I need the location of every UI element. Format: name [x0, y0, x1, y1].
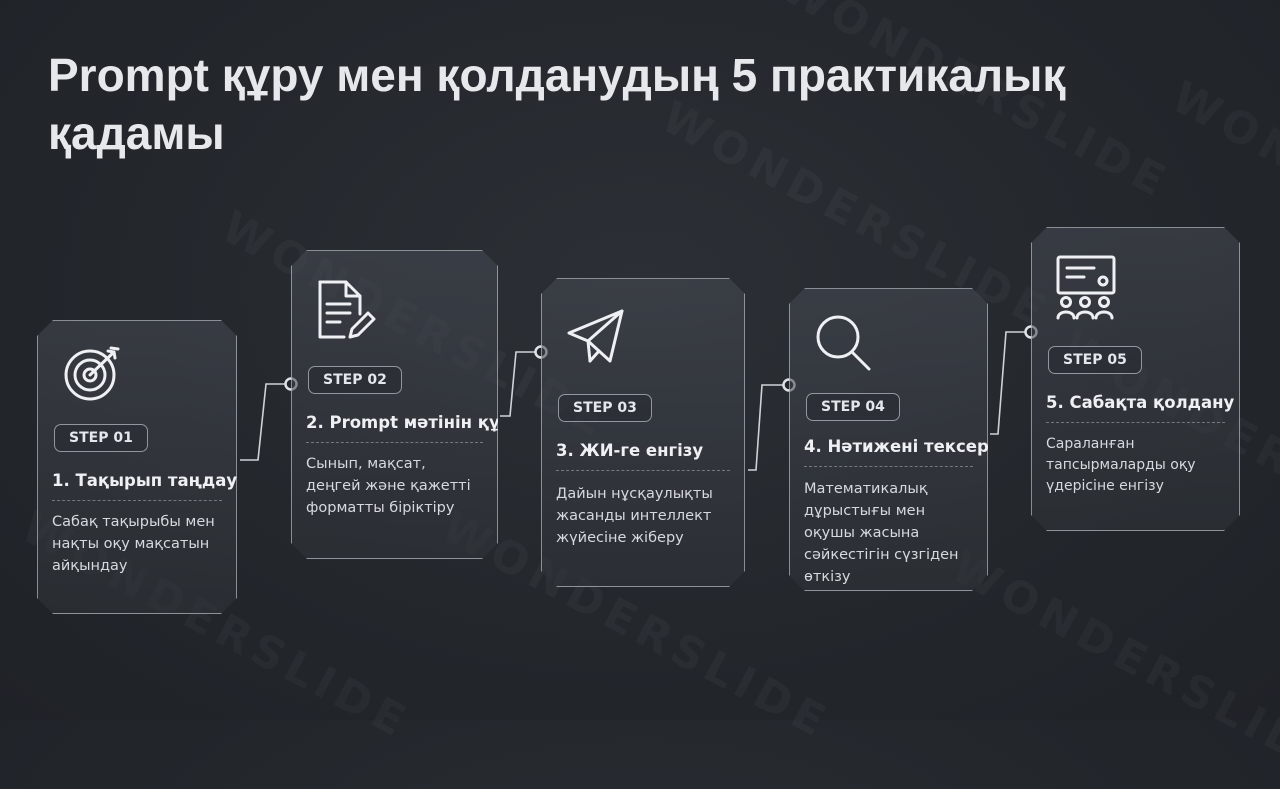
step-description: Сараланған тапсырмаларды оқу үдерісіне е…: [1046, 436, 1196, 494]
target-icon: [62, 345, 122, 406]
step-card-4: STEP 04 4. Нәтижені тексеру Математикалы…: [789, 288, 988, 591]
step-title: 4. Нәтижені тексеру: [804, 437, 973, 467]
step-card-1: STEP 01 1. Тақырып таңдау Сабақ тақырыбы…: [37, 320, 237, 614]
step-badge: STEP 02: [308, 366, 402, 394]
step-card-3: STEP 03 3. ЖИ-ге енгізу Дайын нұсқаулықт…: [541, 278, 745, 587]
step-title: 5. Сабақта қолдану: [1046, 393, 1225, 423]
step-title: 1. Тақырып таңдау: [52, 471, 222, 501]
step-title: 2. Prompt мәтінін құру: [306, 413, 483, 443]
presentation-audience-icon: [1056, 254, 1120, 329]
magnifier-icon: [814, 313, 876, 378]
step-badge: STEP 01: [54, 424, 148, 452]
step-description: Математикалық дұрыстығы мен оқушы жасына…: [804, 481, 959, 585]
page-title: Prompt құру мен қолданудың 5 практикалық…: [48, 49, 1066, 159]
document-edit-icon: [316, 279, 378, 348]
step-badge: STEP 04: [806, 393, 900, 421]
step-badge: STEP 05: [1048, 346, 1142, 374]
step-description: Сабақ тақырыбы мен нақты оқу мақсатын ай…: [52, 514, 215, 574]
step-description: Сынып, мақсат, деңгей және қажетті форма…: [306, 456, 471, 516]
step-card-2: STEP 02 2. Prompt мәтінін құру Сынып, ма…: [291, 250, 498, 559]
step-description: Дайын нұсқаулықты жасанды интеллект жүйе…: [556, 486, 713, 546]
paper-plane-icon: [566, 307, 628, 372]
step-title: 3. ЖИ-ге енгізу: [556, 441, 730, 471]
step-badge: STEP 03: [558, 394, 652, 422]
step-card-5: STEP 05 5. Сабақта қолдану Сараланған та…: [1031, 227, 1240, 531]
